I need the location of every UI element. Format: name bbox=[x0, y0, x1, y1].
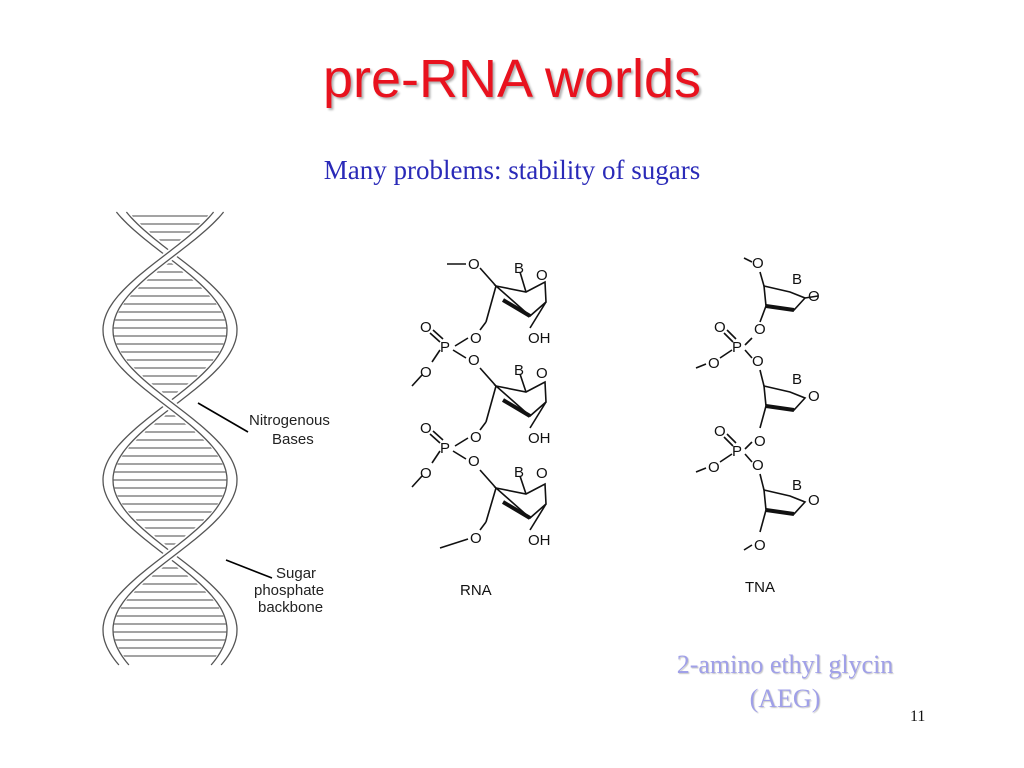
base-pair-rung bbox=[111, 631, 229, 641]
label-phosphate: phosphate bbox=[254, 582, 324, 599]
rna-structure: O B O OH O P O O O bbox=[411, 256, 551, 599]
svg-text:OH: OH bbox=[528, 430, 551, 447]
slide-title: pre-RNA worlds bbox=[322, 49, 702, 109]
strand-b-edge bbox=[112, 211, 238, 666]
svg-text:B: B bbox=[514, 362, 524, 379]
backbone-pointer-line bbox=[225, 559, 273, 579]
base-pair-rung bbox=[137, 279, 203, 289]
tna-threose-unit-2: B O O bbox=[754, 369, 820, 450]
svg-text:B: B bbox=[792, 271, 802, 288]
base-pair-rung bbox=[135, 519, 205, 529]
base-pair-rung bbox=[113, 487, 227, 497]
svg-text:O: O bbox=[468, 453, 480, 470]
tna-threose-unit-3: B O O bbox=[743, 473, 820, 554]
rna-ribose-unit-3: B O OH O bbox=[439, 464, 551, 549]
slide-subtitle: Many problems: stability of sugars bbox=[323, 155, 701, 185]
label-sugar: Sugar bbox=[276, 565, 316, 582]
svg-text:O: O bbox=[470, 530, 482, 547]
rna-caption: RNA bbox=[460, 582, 492, 599]
svg-text:P: P bbox=[732, 339, 742, 356]
rna-ribose-unit-2: B O OH O bbox=[454, 362, 551, 447]
svg-text:O: O bbox=[708, 459, 720, 476]
svg-text:O: O bbox=[714, 319, 726, 336]
base-pair-rung bbox=[131, 215, 209, 225]
tna-phosphate-1: P O O O bbox=[695, 319, 764, 372]
base-pair-rung bbox=[112, 615, 228, 625]
strand-b-ribbon bbox=[102, 208, 238, 669]
aeg-line-1: 2-amino ethyl glycin bbox=[676, 650, 894, 679]
base-pair-rung bbox=[123, 295, 217, 305]
base-pair-rung bbox=[111, 471, 229, 481]
svg-text:B: B bbox=[792, 477, 802, 494]
svg-text:P: P bbox=[732, 443, 742, 460]
base-pair-rung bbox=[114, 311, 226, 321]
svg-text:O: O bbox=[808, 388, 820, 405]
strand-a-edge bbox=[102, 211, 228, 666]
svg-text:P: P bbox=[440, 339, 450, 356]
svg-text:O: O bbox=[420, 319, 432, 336]
svg-text:O: O bbox=[470, 330, 482, 347]
base-pair-rung bbox=[142, 375, 198, 385]
base-pair-rung bbox=[121, 503, 219, 513]
tna-caption: TNA bbox=[745, 579, 775, 596]
svg-text:O: O bbox=[808, 288, 820, 305]
base-pair-rung bbox=[126, 359, 214, 369]
svg-text:B: B bbox=[514, 260, 524, 277]
base-pair-rung bbox=[133, 583, 207, 593]
aeg-line-2: (AEG) bbox=[749, 684, 821, 713]
svg-text:O: O bbox=[752, 457, 764, 474]
svg-text:O: O bbox=[808, 492, 820, 509]
label-nitrogenous: Nitrogenous bbox=[249, 412, 330, 429]
svg-text:P: P bbox=[440, 440, 450, 457]
svg-text:O: O bbox=[536, 465, 548, 482]
svg-text:O: O bbox=[420, 364, 432, 381]
svg-text:O: O bbox=[754, 537, 766, 554]
svg-text:O: O bbox=[420, 465, 432, 482]
tna-structure: O B O O P O O O bbox=[695, 255, 820, 596]
svg-text:O: O bbox=[754, 433, 766, 450]
base-pair-rung bbox=[128, 439, 212, 449]
nitrogenous-base-rungs bbox=[111, 215, 229, 657]
strand-b-edge bbox=[102, 211, 228, 666]
svg-text:O: O bbox=[536, 365, 548, 382]
rna-phosphate-1: P O O O bbox=[411, 319, 480, 387]
svg-text:O: O bbox=[714, 423, 726, 440]
tna-phosphate-2: P O O O bbox=[695, 423, 764, 476]
base-pair-rung bbox=[117, 647, 223, 657]
svg-text:O: O bbox=[752, 353, 764, 370]
base-pair-rung bbox=[120, 599, 220, 609]
aeg-caption: 2-amino ethyl glycin (AEG) bbox=[620, 648, 950, 716]
svg-text:O: O bbox=[536, 267, 548, 284]
svg-text:O: O bbox=[470, 429, 482, 446]
bases-pointer-line bbox=[197, 402, 249, 433]
svg-text:O: O bbox=[420, 420, 432, 437]
tna-threose-unit-1: B O O bbox=[754, 271, 820, 338]
rna-phosphate-2: P O O O bbox=[411, 420, 480, 488]
svg-text:OH: OH bbox=[528, 330, 551, 347]
label-bases: Bases bbox=[272, 431, 314, 448]
label-backbone: backbone bbox=[258, 599, 323, 616]
dna-labels: Nitrogenous Bases Sugar phosphate backbo… bbox=[197, 402, 330, 616]
page-number: 11 bbox=[910, 708, 926, 725]
base-pair-rung bbox=[111, 327, 229, 337]
svg-text:OH: OH bbox=[528, 532, 551, 549]
svg-text:O: O bbox=[754, 321, 766, 338]
sugar-phosphate-strands bbox=[102, 208, 238, 669]
strand-a-ribbon bbox=[102, 208, 238, 669]
strand-a-edge bbox=[112, 211, 238, 666]
base-pair-rung bbox=[116, 455, 224, 465]
rna-atom-o: O bbox=[468, 256, 480, 273]
rna-ribose-unit-1: B O OH O bbox=[454, 260, 551, 347]
svg-text:O: O bbox=[468, 352, 480, 369]
svg-text:B: B bbox=[792, 371, 802, 388]
dna-double-helix bbox=[102, 208, 238, 669]
base-pair-rung bbox=[115, 343, 225, 353]
svg-text:O: O bbox=[752, 255, 764, 272]
svg-text:O: O bbox=[708, 355, 720, 372]
svg-text:B: B bbox=[514, 464, 524, 481]
